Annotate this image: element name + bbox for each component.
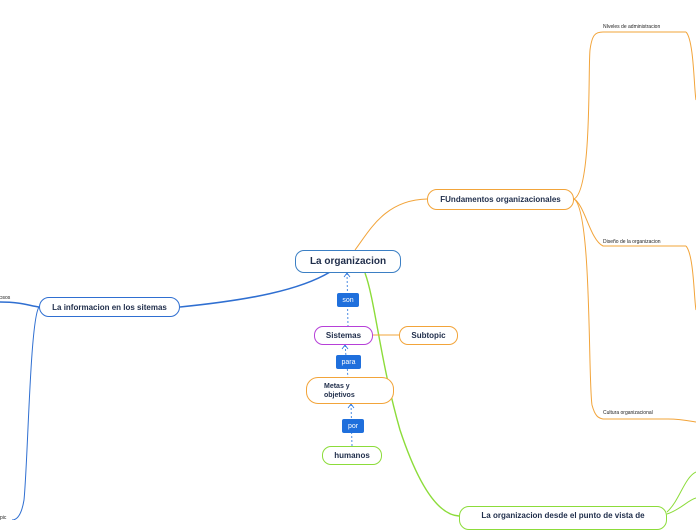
link-desde-offscreen-2 [666, 497, 696, 515]
link-niveles-offscreen [685, 31, 696, 101]
metas-node[interactable]: Metas y objetivos [306, 377, 394, 404]
subtopic-label: Subtopic [411, 331, 446, 340]
connector-por-label: por [347, 422, 359, 430]
link-root-desde [364, 272, 460, 517]
central-topic-node[interactable]: La organizacion [295, 250, 401, 273]
desde-label: La organizacion desde el punto de vista … [481, 511, 645, 520]
link-diseno-offscreen [685, 245, 696, 311]
link-root-informacion [179, 271, 331, 308]
desde-node[interactable]: La organizacion desde el punto de vista … [459, 506, 667, 530]
subtopic-niveles[interactable]: NIveles de administracion [603, 24, 661, 30]
connector-para[interactable]: para [336, 355, 361, 369]
link-fund-cultura [573, 198, 668, 420]
connector-por[interactable]: por [342, 419, 364, 433]
link-info-left-bottom [11, 306, 40, 520]
connector-son-label: son [342, 296, 354, 304]
link-cultura-offscreen [667, 418, 696, 423]
arrowhead-metas [347, 403, 355, 409]
informacion-label: La informacion en los sitemas [52, 302, 167, 312]
fundamentos-node[interactable]: FUndamentos organizacionales [427, 189, 574, 210]
link-root-fundamentos [354, 198, 428, 251]
arrowhead-sistemas [341, 344, 349, 350]
relation-root-sistemas [346, 272, 349, 327]
connector-son[interactable]: son [337, 293, 359, 307]
fundamentos-label: FUndamentos organizacionales [440, 195, 561, 204]
subtopic-diseno[interactable]: Diseño de la organizacion [603, 239, 661, 245]
link-fund-diseno [573, 198, 686, 247]
humanos-label: humanos [334, 451, 370, 460]
link-desde-offscreen-1 [666, 471, 696, 513]
link-info-left-top [0, 301, 40, 308]
subtopic-cultura[interactable]: Cultura organizacional [603, 410, 653, 416]
humanos-node[interactable]: humanos [322, 446, 382, 465]
informacion-node[interactable]: La informacion en los sitemas [39, 297, 180, 317]
subtopic-cut-left-top[interactable]: ɔsos [0, 295, 11, 301]
arrowhead-root [343, 272, 351, 278]
connector-para-label: para [341, 358, 356, 366]
link-fund-niveles [573, 31, 686, 200]
subtopic-cut-left-bottom[interactable]: pic [0, 515, 7, 521]
subtopic-node[interactable]: Subtopic [399, 326, 458, 345]
central-topic-label: La organizacion [309, 256, 387, 267]
metas-label: Metas y objetivos [324, 382, 355, 399]
sistemas-label: Sistemas [325, 331, 362, 340]
sistemas-node[interactable]: Sistemas [314, 326, 373, 345]
